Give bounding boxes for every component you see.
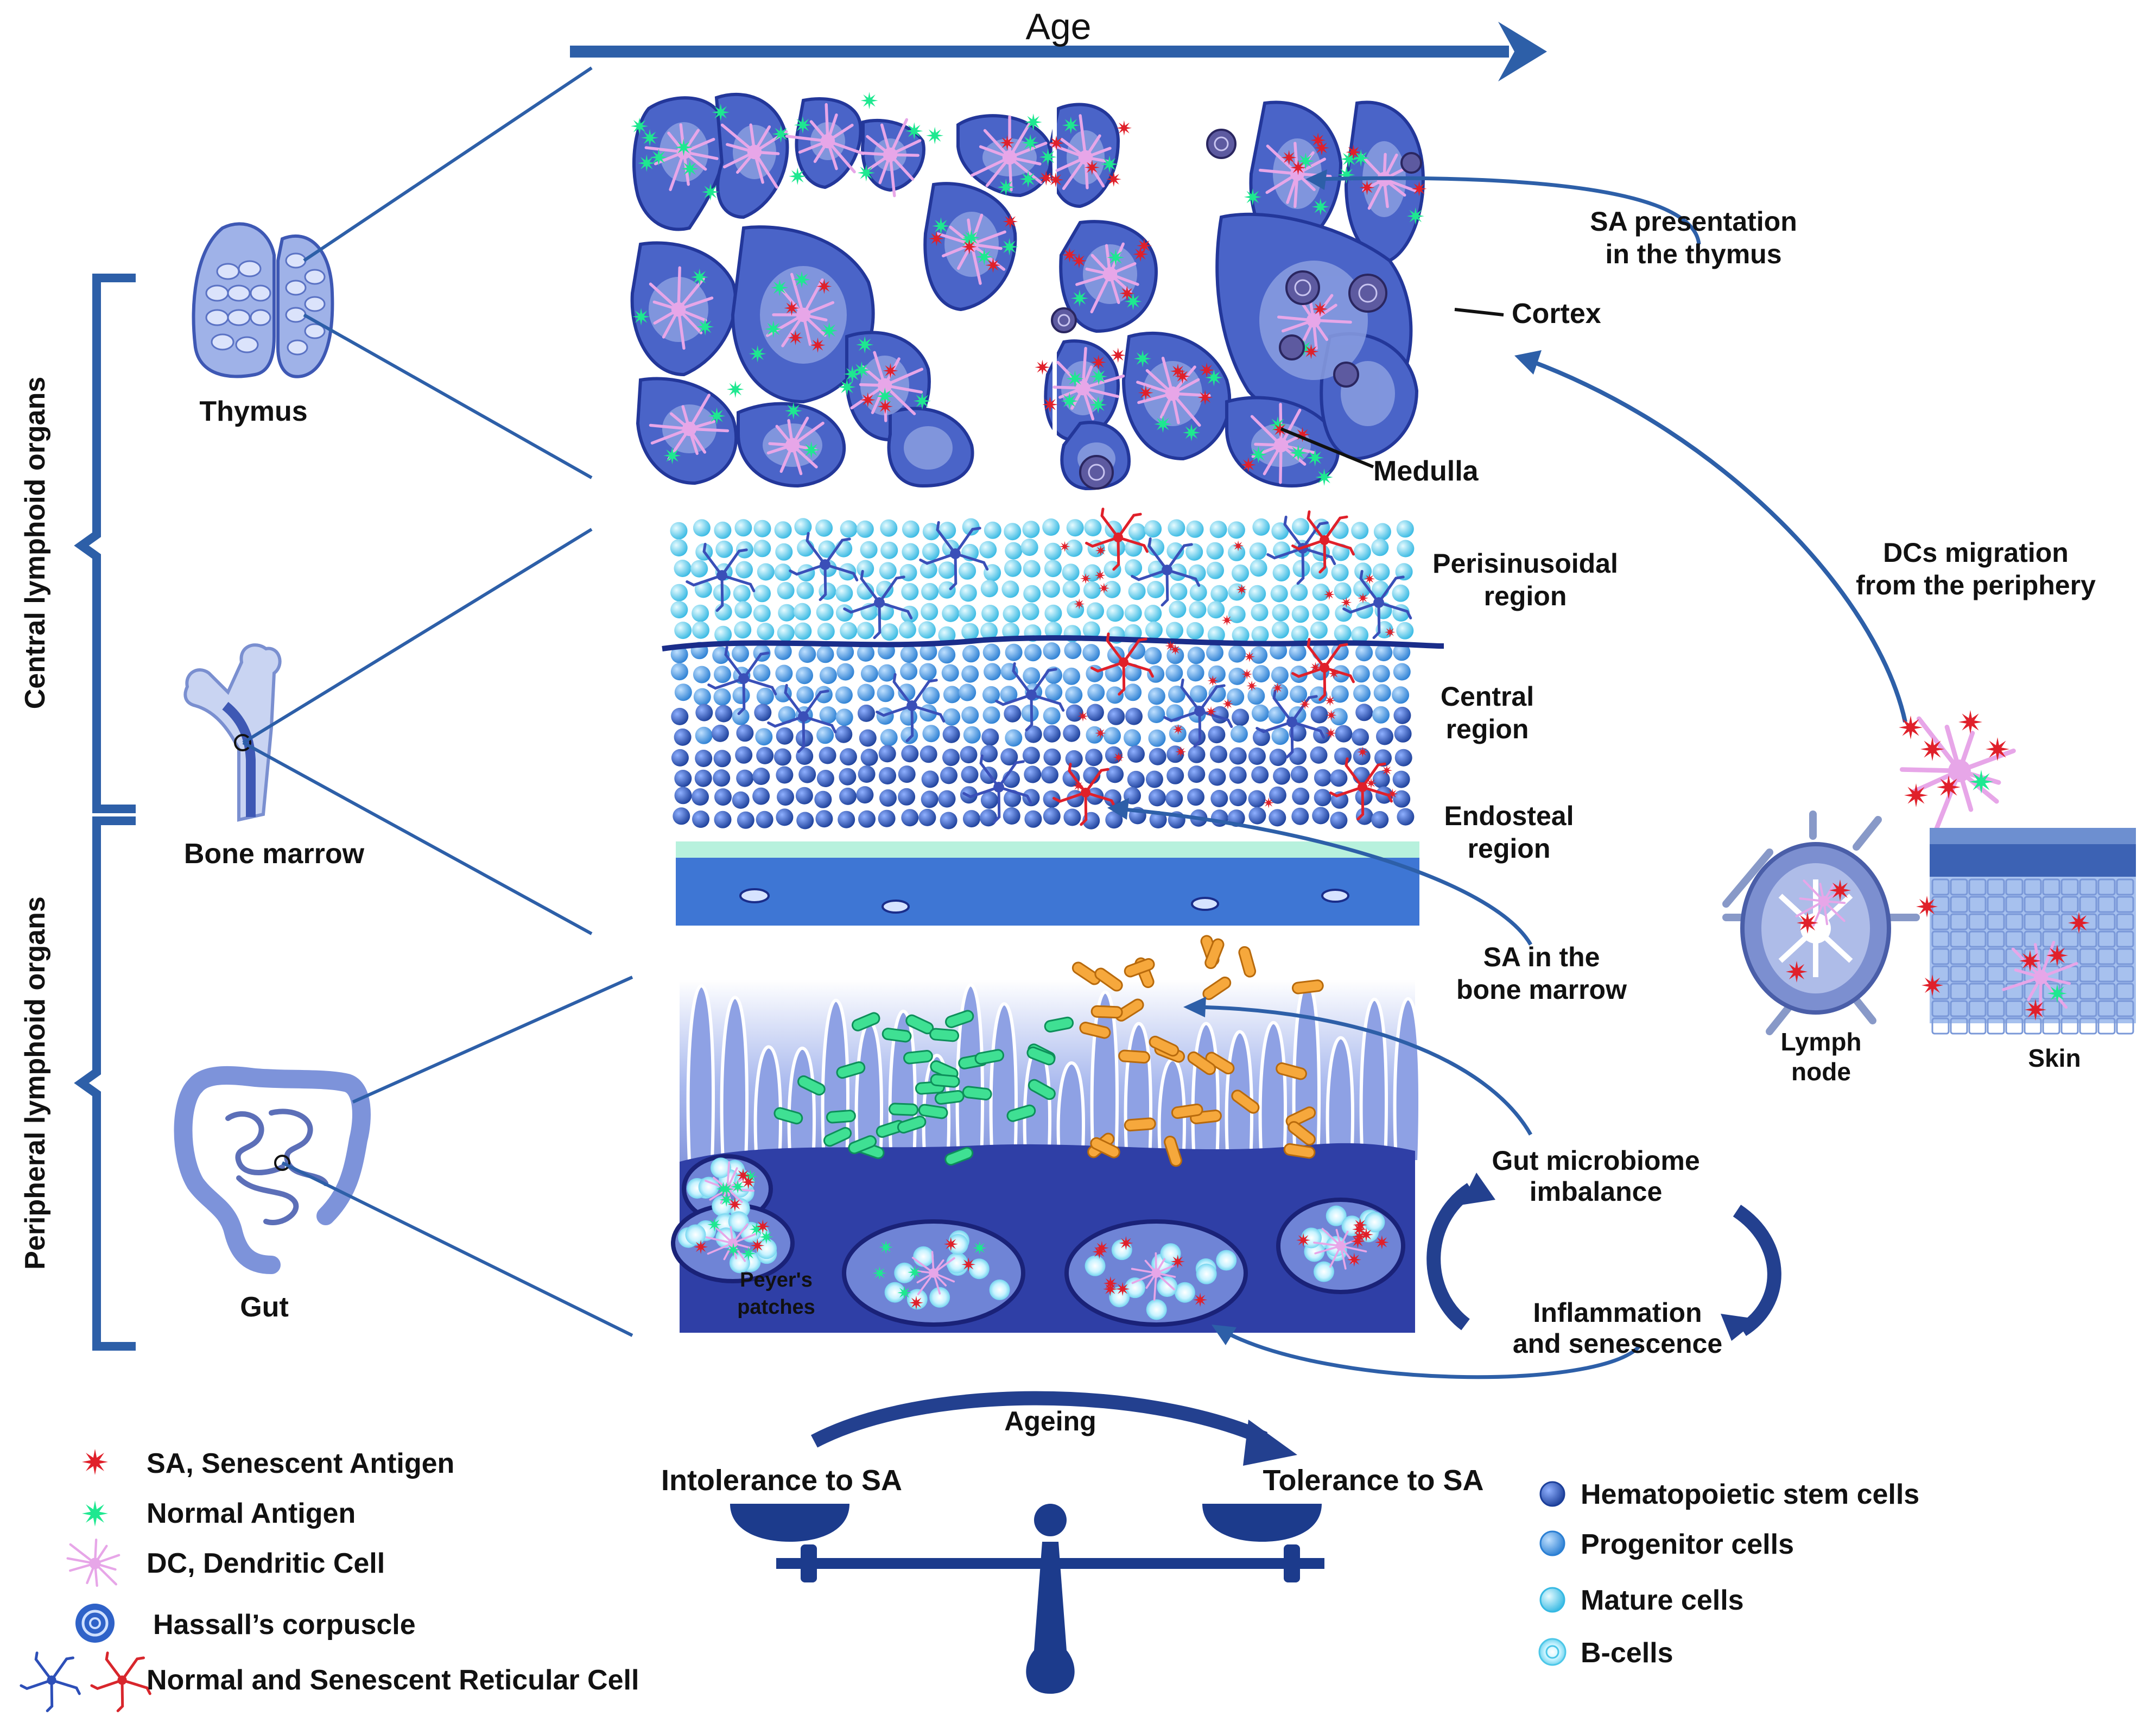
thymus-section [630, 92, 1427, 491]
thymus-icon [192, 222, 334, 378]
age-arrow [570, 22, 1547, 81]
legend-bcell-label: B-cells [1581, 1637, 1673, 1669]
ageing-label: Ageing [1004, 1406, 1096, 1436]
progenitor-cell-icon [1539, 1530, 1565, 1556]
age-label: Age [1026, 6, 1092, 47]
central-group-label: Central lymphoid organs [20, 377, 51, 710]
bone-marrow-label: Bone marrow [184, 838, 365, 870]
sa-presentation-label-2: in the thymus [1605, 239, 1781, 269]
bone-marrow-section [662, 508, 1444, 926]
microbiome-label-1: Gut microbiome [1492, 1145, 1700, 1176]
gut-annotation-arrows [1194, 1005, 1641, 1379]
intolerance-label: Intolerance to SA [661, 1464, 902, 1497]
legend-mature-label: Mature cells [1581, 1585, 1744, 1616]
peyers-label-1: Peyer's [740, 1269, 813, 1291]
dendritic-cell-icon [66, 1538, 121, 1587]
dc-migration-label-2: from the periphery [1856, 570, 2096, 600]
tolerance-label: Tolerance to SA [1263, 1464, 1483, 1497]
legend-left: SA, Senescent Antigen Normal Antigen DC,… [20, 1448, 639, 1712]
balance-scale [730, 1504, 1324, 1694]
microbiome-label-2: imbalance [1530, 1176, 1663, 1207]
gut-label: Gut [240, 1291, 289, 1323]
sa-marrow-label-1: SA in the [1483, 942, 1600, 972]
legend-right: Hematopoietic stem cells Progenitor cell… [1538, 1479, 1919, 1669]
endosteal-label-1: Endosteal [1444, 801, 1574, 831]
thymus-annotations [1280, 169, 1701, 468]
sa-presentation-label-1: SA presentation [1590, 206, 1797, 237]
reticular-cell-icon [20, 1651, 151, 1712]
connector-lines [242, 66, 633, 1337]
legend-hassall-label: Hassall’s corpuscle [153, 1609, 416, 1641]
skin-label: Skin [2028, 1044, 2081, 1072]
hassalls-corpuscle-icon [75, 1604, 115, 1643]
lymph-node-label-2: node [1791, 1058, 1851, 1086]
marrow-annotation-arrow [1107, 798, 1533, 946]
bone-marrow-icon [183, 643, 282, 822]
central-region-label-2: region [1446, 714, 1529, 744]
peripheral-group-label: Peripheral lymphoid organs [20, 896, 51, 1270]
perisinusoidal-label-1: Perisinusoidal [1432, 548, 1618, 579]
medulla-label: Medulla [1373, 455, 1479, 487]
perisinusoidal-label-2: region [1484, 581, 1567, 611]
lymph-node-label-1: Lymph [1780, 1028, 1861, 1056]
hematopoietic-stem-cell-icon [1539, 1481, 1565, 1507]
ageing-arrow [810, 1391, 1297, 1466]
green-star-icon [82, 1500, 108, 1527]
legend-normal-antigen-label: Normal Antigen [147, 1498, 356, 1529]
sa-marrow-label-2: bone marrow [1456, 974, 1627, 1005]
dc-migration-arrow [1514, 350, 1907, 723]
skin-icon [1930, 828, 2136, 1035]
thymus-label: Thymus [199, 396, 307, 427]
b-cell-icon [1538, 1638, 1567, 1666]
lymph-node-icon [1722, 810, 1920, 1035]
central-bracket [74, 274, 136, 1351]
cortex-label: Cortex [1512, 298, 1601, 330]
mature-cell-icon [1539, 1587, 1565, 1613]
gut-section [671, 935, 1422, 1333]
red-star-icon [82, 1449, 108, 1475]
migrating-dendritic-cell [1899, 710, 2016, 833]
legend-dc-label: DC, Dendritic Cell [147, 1548, 385, 1579]
inflammation-label-1: Inflammation [1533, 1297, 1702, 1328]
inflammation-label-2: and senescence [1513, 1328, 1722, 1359]
dc-migration-label-1: DCs migration [1883, 537, 2069, 568]
central-region-label-1: Central [1441, 681, 1534, 712]
legend-hsc-label: Hematopoietic stem cells [1581, 1479, 1919, 1510]
gut-cycle-arrows [1426, 1183, 1781, 1337]
legend-sa-label: SA, Senescent Antigen [147, 1448, 454, 1479]
legend-progenitor-label: Progenitor cells [1581, 1529, 1794, 1560]
legend-reticular-label: Normal and Senescent Reticular Cell [147, 1664, 639, 1696]
peyers-label-2: patches [737, 1296, 815, 1319]
gut-icon [174, 1066, 371, 1274]
endosteal-label-2: region [1468, 833, 1551, 864]
